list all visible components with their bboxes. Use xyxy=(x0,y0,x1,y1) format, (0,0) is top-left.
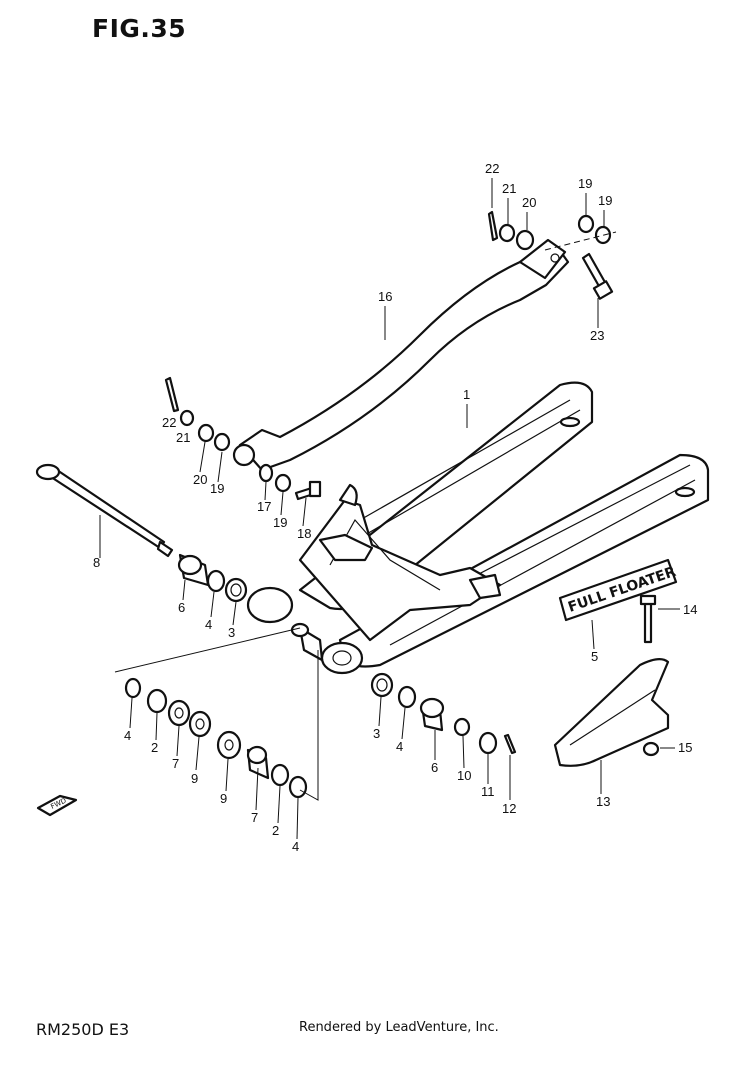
callout-22: 22 xyxy=(485,161,499,176)
full-floater-decal: FULL FLOATER xyxy=(558,558,678,622)
callout-11: 11 xyxy=(481,784,495,799)
callout-23: 23 xyxy=(590,328,604,343)
callouts: 22 21 20 19 19 23 16 1 22 21 20 19 17 19… xyxy=(93,161,697,854)
callout-2: 2 xyxy=(151,740,158,755)
callout-5: 5 xyxy=(591,649,598,664)
footer-credit: Rendered by LeadVenture, Inc. xyxy=(299,1020,499,1035)
fwd-arrow: FWD xyxy=(36,794,78,817)
callout-12: 12 xyxy=(502,801,516,816)
callout-7: 7 xyxy=(251,810,258,825)
callout-2: 2 xyxy=(272,823,279,838)
callout-19: 19 xyxy=(598,193,612,208)
callout-4: 4 xyxy=(396,739,403,754)
callout-9: 9 xyxy=(220,791,227,806)
callout-14: 14 xyxy=(683,602,697,617)
callout-6: 6 xyxy=(431,760,438,775)
callout-3: 3 xyxy=(228,625,235,640)
rear-swingarm xyxy=(246,381,710,675)
right-bushings xyxy=(370,672,517,755)
callout-8: 8 xyxy=(93,555,100,570)
callout-13: 13 xyxy=(596,794,610,809)
callout-10: 10 xyxy=(457,768,471,783)
callout-4: 4 xyxy=(205,617,212,632)
callout-15: 15 xyxy=(678,740,692,755)
callout-3: 3 xyxy=(373,726,380,741)
callout-1: 1 xyxy=(463,387,470,402)
chain-buffer xyxy=(553,658,670,767)
callout-7: 7 xyxy=(172,756,179,771)
callout-20: 20 xyxy=(193,472,207,487)
callout-19: 19 xyxy=(578,176,592,191)
callout-21: 21 xyxy=(176,430,190,445)
callout-4: 4 xyxy=(124,728,131,743)
callout-17: 17 xyxy=(257,499,271,514)
callout-21: 21 xyxy=(502,181,516,196)
lower-rod-hardware xyxy=(164,376,322,501)
bolt-14 xyxy=(639,594,657,644)
callout-4: 4 xyxy=(292,839,299,854)
callout-20: 20 xyxy=(522,195,536,210)
callout-22: 22 xyxy=(162,415,176,430)
cushion-rod xyxy=(232,238,570,472)
callout-9: 9 xyxy=(191,771,198,786)
callout-19: 19 xyxy=(210,481,224,496)
top-pin-hardware xyxy=(487,210,617,300)
callout-18: 18 xyxy=(297,526,311,541)
figure-title: FIG.35 xyxy=(92,14,187,43)
callout-19: 19 xyxy=(273,515,287,530)
callout-16: 16 xyxy=(378,289,392,304)
lower-left-washers xyxy=(124,677,308,799)
callout-6: 6 xyxy=(178,600,185,615)
left-bushings xyxy=(177,553,248,603)
model-code: RM250D E3 xyxy=(36,1020,130,1039)
pivot-shaft xyxy=(35,463,174,558)
